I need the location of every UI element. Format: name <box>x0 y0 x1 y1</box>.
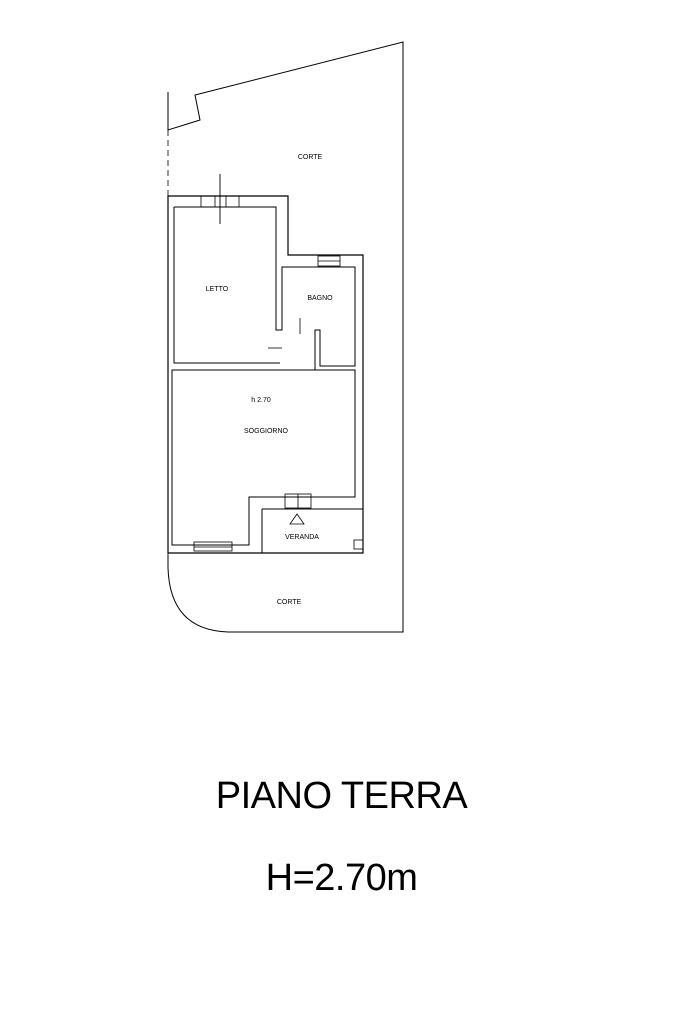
label-letto: LETTO <box>206 286 229 293</box>
label-corte-bottom: CORTE <box>277 599 302 606</box>
label-height-mark: h 2.70 <box>251 397 271 404</box>
outer-wall <box>167 195 364 554</box>
letto-lower-wall <box>173 207 280 364</box>
label-veranda: VERANDA <box>285 534 319 541</box>
veranda-pillar <box>353 539 364 550</box>
veranda-walls <box>261 508 363 553</box>
lot-boundary <box>167 41 404 633</box>
floor-title: PIANO TERRA <box>215 775 468 817</box>
ceiling-height: H=2.70m <box>265 857 418 899</box>
label-soggiorno: SOGGIORNO <box>244 428 289 435</box>
floor-plan: CORTE LETTO BAGNO h 2.70 SOGGIORNO VERAN… <box>167 41 404 633</box>
label-corte-top: CORTE <box>298 154 323 161</box>
letto-walls <box>174 206 356 370</box>
window-soggiorno <box>193 541 233 552</box>
label-bagno: BAGNO <box>307 295 333 302</box>
soggiorno-walls <box>171 369 356 546</box>
entry-triangle <box>289 513 305 525</box>
